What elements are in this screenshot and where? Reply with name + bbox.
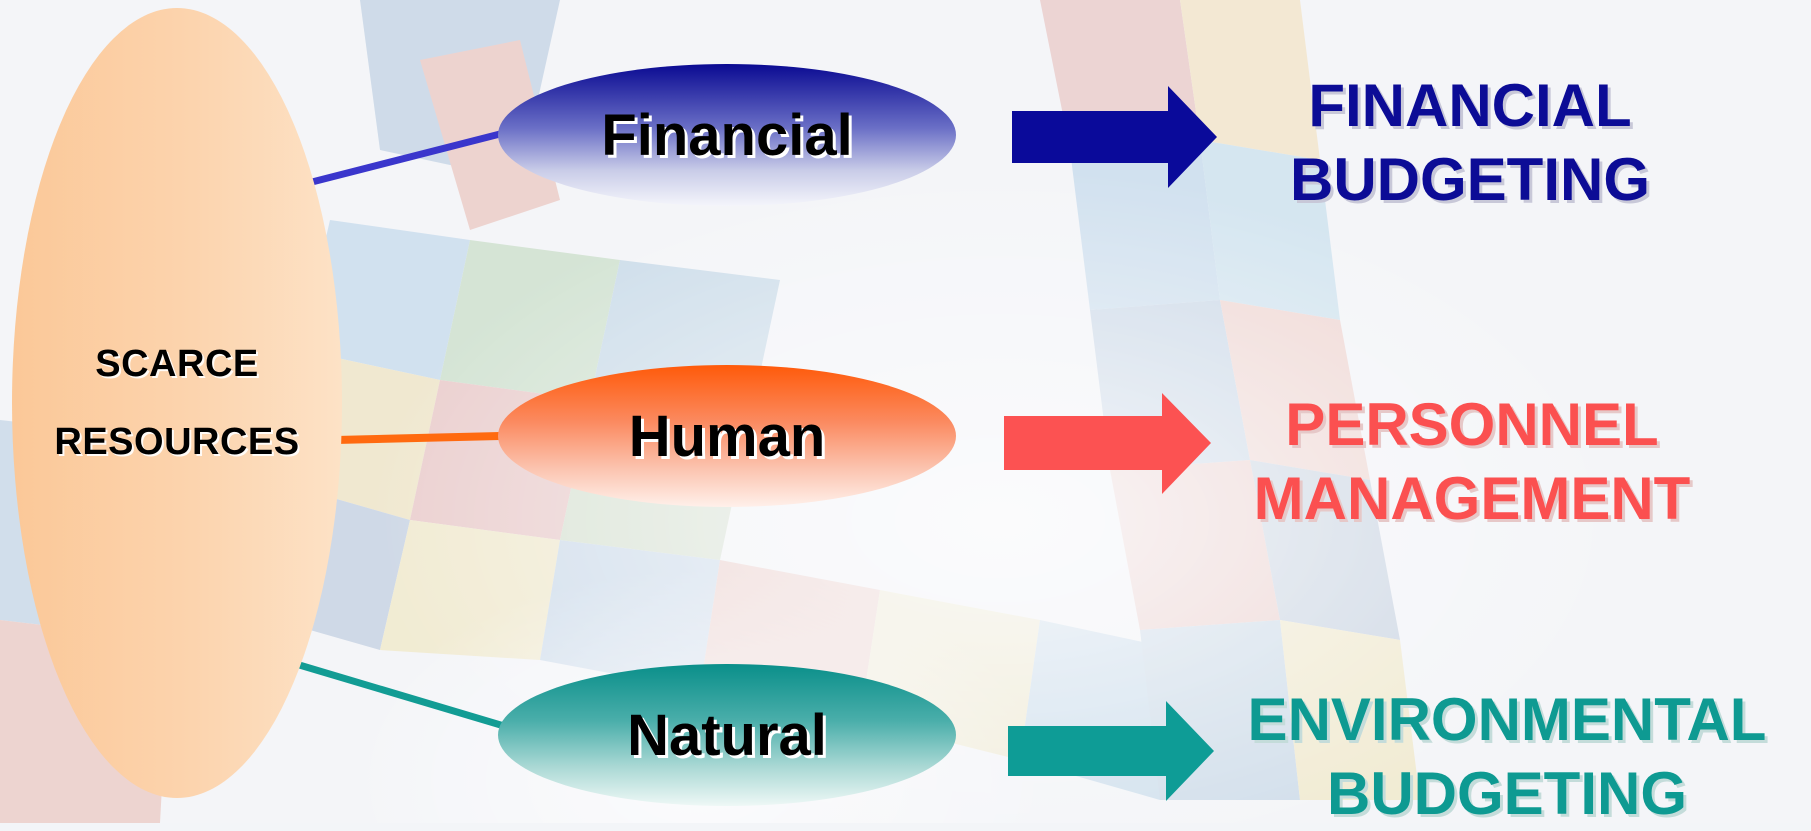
outcome-personnel-management: PERSONNEL MANAGEMENT [1222, 388, 1722, 536]
scarce-resources-label-line1: SCARCE [95, 343, 259, 385]
outcome-line: FINANCIAL [1308, 72, 1632, 139]
category-natural-label: Natural [627, 702, 827, 768]
category-financial-ellipse: Financial [498, 64, 956, 206]
arrow-right-icon [1012, 86, 1217, 188]
outcome-line: BUDGETING [1290, 146, 1650, 213]
outcome-line: MANAGEMENT [1253, 465, 1691, 532]
scarce-resources-label-line2: RESOURCES [54, 421, 300, 463]
outcome-environmental-budgeting: ENVIRONMENTAL BUDGETING [1222, 683, 1792, 831]
connector-financial [311, 130, 501, 186]
arrow-right-icon [1008, 701, 1214, 801]
outcome-line: ENVIRONMENTAL [1247, 686, 1767, 753]
category-human-ellipse: Human [498, 365, 956, 507]
category-financial-label: Financial [601, 102, 853, 168]
outcome-financial-budgeting: FINANCIAL BUDGETING [1240, 69, 1700, 217]
connector-natural [295, 660, 505, 730]
category-human-label: Human [628, 403, 826, 469]
outcome-line: PERSONNEL [1285, 391, 1659, 458]
scarce-resources-ellipse: SCARCE RESOURCES [12, 8, 342, 798]
connector-human [335, 432, 501, 444]
arrow-right-icon [1004, 393, 1211, 494]
outcome-line: BUDGETING [1327, 760, 1687, 827]
category-natural-ellipse: Natural [498, 664, 956, 806]
